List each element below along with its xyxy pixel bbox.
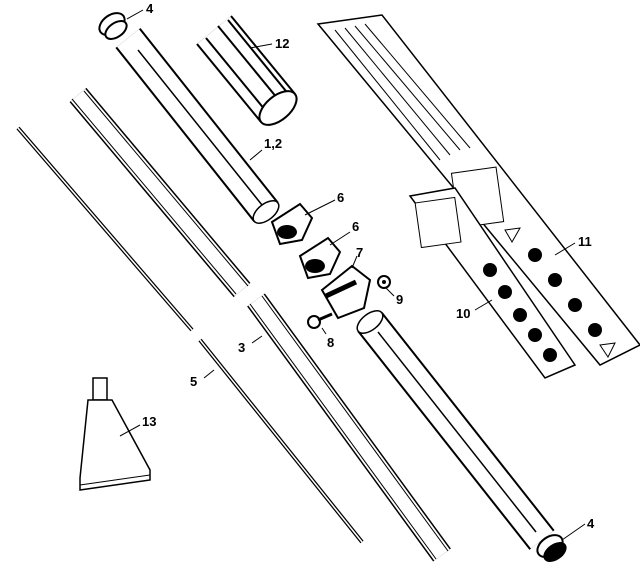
label-decal-left: 10 bbox=[456, 306, 470, 321]
label-clamp-a: 6 bbox=[337, 190, 344, 205]
rod-5 bbox=[198, 338, 364, 544]
label-cap-top: 4 bbox=[146, 1, 154, 16]
leader-lines bbox=[119, 9, 586, 541]
tube-lower bbox=[356, 310, 555, 550]
grease-tube-13 bbox=[79, 377, 151, 491]
label-sleeve: 12 bbox=[275, 36, 289, 51]
label-handle: 7 bbox=[356, 245, 363, 260]
screw-8 bbox=[307, 312, 333, 329]
label-decal-right: 11 bbox=[578, 234, 592, 249]
handle-7 bbox=[320, 264, 372, 320]
label-tube-upper: 1,2 bbox=[264, 136, 282, 151]
rod-upper bbox=[16, 126, 194, 332]
label-rod: 5 bbox=[190, 374, 197, 389]
clamp-6-b bbox=[298, 236, 342, 280]
rail-3 bbox=[247, 293, 451, 562]
end-cap-top bbox=[98, 12, 128, 40]
decal-strip-10 bbox=[408, 187, 577, 379]
sleeve-12 bbox=[196, 15, 298, 126]
label-grease-tube: 13 bbox=[142, 414, 156, 429]
nut-9 bbox=[377, 275, 391, 289]
decal-strip-11 bbox=[316, 14, 640, 366]
tube-1-2 bbox=[115, 28, 280, 224]
label-clamp-b: 6 bbox=[352, 219, 359, 234]
label-cap-bottom: 4 bbox=[587, 516, 595, 531]
rail-upper bbox=[69, 87, 251, 298]
label-rail: 3 bbox=[238, 340, 245, 355]
clamp-6-a bbox=[270, 202, 314, 246]
end-cap-bottom bbox=[536, 534, 567, 562]
label-screw: 8 bbox=[327, 335, 334, 350]
label-nut: 9 bbox=[396, 292, 403, 307]
